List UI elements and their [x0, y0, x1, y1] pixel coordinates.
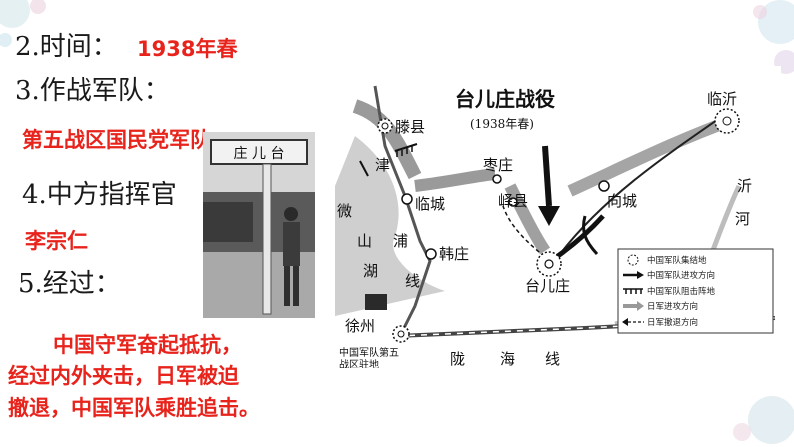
photo-sign-text: 庄 儿 台: [234, 145, 285, 162]
place-hanzhuang: 韩庄: [425, 245, 469, 263]
historical-photo: 庄 儿 台: [203, 132, 315, 318]
place-linyi: 临沂: [707, 90, 740, 134]
map-subtitle: (1938年春): [470, 117, 534, 131]
label-longhai-1: 陇: [450, 350, 465, 368]
label-weishan-3: 湖: [363, 262, 378, 280]
map-legend: 中国军队集结地 中国军队进攻方向 中国军队阻击阵地 日军进攻方向 日军撤退方向: [617, 248, 774, 334]
place-zaozhuang: 枣庄: [483, 156, 513, 184]
label-yixian: 峄县: [498, 192, 528, 210]
japanese-attack-arrow: [567, 115, 733, 197]
defense-line-icon: [623, 288, 643, 294]
commander-value: 李宗仁: [25, 229, 88, 253]
legend-item-japanese-retreat: 日军撤退方向: [622, 317, 698, 328]
label-xiangcheng: 向城: [607, 192, 637, 210]
svg-text:中国军队阻击阵地: 中国军队阻击阵地: [647, 286, 716, 297]
flag-marker: [365, 294, 387, 310]
process-text-line-1: 中国守军奋起抵抗，: [53, 333, 242, 357]
commander-label: 4.中方指挥官: [22, 180, 177, 210]
label-hanzhuang: 韩庄: [439, 245, 469, 263]
label-yi-river-2: 河: [735, 210, 750, 228]
legend-item-chinese-attack: 中国军队进攻方向: [623, 270, 715, 281]
defense-line: [359, 160, 369, 177]
svg-text:日军进攻方向: 日军进攻方向: [647, 301, 698, 312]
label-weishan-1: 微: [337, 202, 352, 220]
svg-text:中国军队进攻方向: 中国军队进攻方向: [647, 270, 715, 281]
japanese-attack-arrow: [414, 168, 496, 192]
label-lincheng: 临城: [415, 195, 445, 213]
label-longhai-2: 海: [500, 350, 515, 368]
label-jinpu-3: 线: [405, 272, 420, 290]
battle-map: 滕县 临沂 枣庄 峄县 向城 临城 韩庄 台儿庄 徐州 中国军队第五 战区驻地 …: [335, 66, 781, 368]
watercolor-decoration-top-left: [0, 0, 46, 47]
process-label: 5.经过：: [18, 269, 121, 299]
process-text-line-3: 撤退，中国军队乘胜追击。: [8, 396, 260, 420]
label-zaozhuang: 枣庄: [483, 156, 513, 174]
place-yixian: 峄县: [498, 192, 528, 210]
label-jinpu-1: 津: [375, 156, 390, 174]
legend-item-defense: 中国军队阻击阵地: [623, 286, 716, 297]
label-xuzhou-note-1: 中国军队第五: [339, 346, 399, 359]
jinpu-railway: [373, 85, 432, 337]
army-value: 第五战区国民党军队: [22, 128, 211, 152]
time-label: 2.时间：: [15, 32, 118, 62]
place-xuzhou: 徐州 中国军队第五 战区驻地: [339, 317, 410, 368]
legend-item-assembly: 中国军队集结地: [627, 254, 707, 266]
label-jinpu-2: 浦: [393, 232, 408, 250]
label-longhai-3: 线: [545, 350, 560, 368]
place-tengxian: 滕县: [377, 118, 425, 136]
legend-item-japanese-attack: 日军进攻方向: [623, 301, 698, 312]
map-title: 台儿庄战役: [455, 87, 555, 111]
label-yi-river-1: 沂: [737, 177, 752, 195]
process-text-line-2: 经过内外夹击，日军被迫: [8, 364, 239, 388]
svg-text:日军撤退方向: 日军撤退方向: [647, 317, 698, 328]
label-xuzhou-note-2: 战区驻地: [339, 358, 379, 368]
army-label: 3.作战军队：: [15, 76, 170, 106]
place-taierzhuang: 台儿庄: [525, 251, 570, 295]
label-tengxian: 滕县: [395, 118, 425, 136]
watercolor-decoration-bottom-right: [733, 396, 794, 444]
time-value: 1938年春: [137, 37, 238, 61]
label-linyi: 临沂: [707, 90, 737, 108]
label-taierzhuang: 台儿庄: [525, 277, 570, 295]
defense-line: [394, 143, 418, 152]
svg-text:中国军队集结地: 中国军队集结地: [647, 255, 707, 266]
chinese-attack-arrow: [542, 145, 552, 207]
japanese-attack-arrow: [504, 183, 551, 255]
weishan-lake-area: [335, 136, 445, 316]
dotted-circle-icon: [627, 254, 639, 266]
place-xiangcheng: 向城: [598, 180, 637, 210]
place-lincheng: 临城: [401, 193, 445, 213]
chinese-attack-arrow: [559, 110, 731, 255]
label-xuzhou: 徐州: [345, 317, 375, 335]
label-weishan-2: 山: [357, 232, 372, 250]
watercolor-decoration-top-right: [753, 0, 794, 74]
chinese-attack-arrow: [553, 214, 605, 261]
chinese-attack-arrow: [582, 215, 599, 256]
